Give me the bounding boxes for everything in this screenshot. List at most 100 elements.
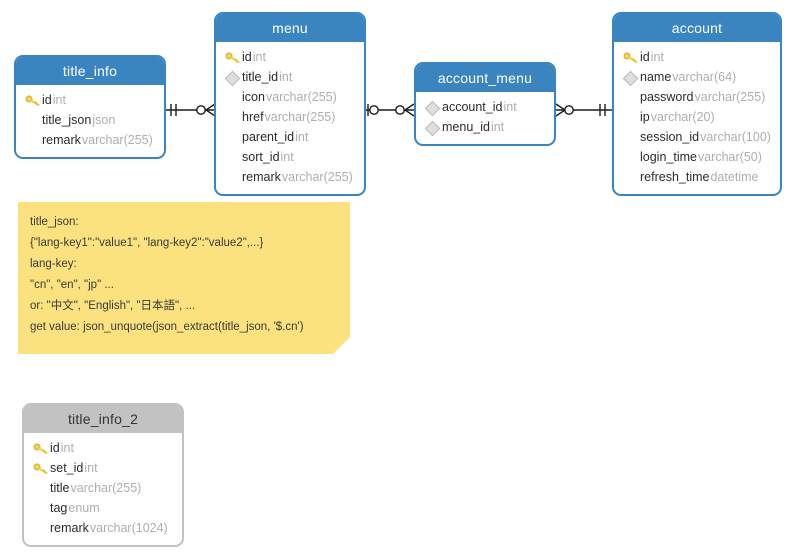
field-name: parent_id	[242, 130, 295, 144]
field-marker-none	[224, 168, 242, 186]
field-name: session_id	[640, 130, 700, 144]
annotation-note-title_json[interactable]: title_json: {"lang-key1":"value1", "lang…	[18, 202, 350, 354]
field-type: enum	[68, 501, 100, 515]
field-name: remark	[50, 521, 89, 535]
field-name: set_id	[50, 461, 84, 475]
field-type: int	[279, 70, 293, 84]
note-line: or: "中文", "English", "日本語", ...	[30, 300, 196, 312]
field-type: int	[503, 100, 517, 114]
field-type: varchar(1024)	[89, 521, 168, 535]
field-marker-none	[622, 168, 640, 186]
note-fold-corner	[333, 337, 350, 354]
field-type: int	[84, 461, 98, 475]
field-type: int	[650, 50, 664, 64]
key-icon	[32, 439, 50, 457]
field-type: datetime	[710, 170, 759, 184]
diamond-icon	[622, 68, 640, 87]
note-line: {"lang-key1":"value1", "lang-key2":"valu…	[30, 237, 264, 249]
relationship-menu-account_menu[interactable]	[366, 100, 415, 120]
field-name: tag	[50, 501, 68, 515]
field-type: json	[92, 113, 116, 127]
field-type: int	[490, 120, 505, 134]
entity-title-title_info_2: title_info_2	[24, 405, 182, 433]
field-name: id	[242, 50, 252, 64]
entity-title-menu: menu	[216, 14, 364, 42]
relationship-title_info-menu[interactable]	[165, 100, 216, 120]
key-icon	[622, 48, 640, 66]
field-type: varchar(20)	[650, 110, 715, 124]
field-name: password	[640, 90, 694, 104]
field-name: href	[242, 110, 264, 124]
field-type: int	[280, 150, 294, 164]
field-marker-none	[224, 148, 242, 166]
field-marker-none	[622, 108, 640, 126]
field-marker-none	[24, 131, 42, 149]
field-name: title_id	[242, 70, 279, 84]
field-type: varchar(255)	[70, 481, 142, 495]
field-name: remark	[42, 133, 81, 147]
entity-title-account_menu: account_menu	[416, 64, 554, 92]
field-name: account_id	[442, 100, 503, 114]
field-name: title_json	[42, 113, 92, 127]
field-marker-none	[32, 519, 50, 537]
field-type: varchar(255)	[81, 133, 153, 147]
field-name: name	[640, 70, 672, 84]
field-name: menu_id	[442, 120, 490, 134]
field-marker-none	[32, 499, 50, 517]
diamond-icon	[224, 68, 242, 87]
field-type: varchar(255)	[281, 170, 353, 184]
key-icon	[224, 48, 242, 66]
field-name: login_time	[640, 150, 697, 164]
note-line: title_json:	[30, 216, 79, 228]
field-type: int	[295, 130, 309, 144]
diamond-icon	[424, 118, 442, 137]
field-marker-none	[224, 88, 242, 106]
field-type: varchar(255)	[265, 90, 337, 104]
field-type: int	[60, 441, 74, 455]
field-marker-none	[32, 479, 50, 497]
field-type: varchar(64)	[672, 70, 737, 84]
field-name: id	[50, 441, 60, 455]
relationship-account_menu-account[interactable]	[555, 100, 612, 120]
field-marker-none	[622, 148, 640, 166]
field-type: varchar(255)	[694, 90, 766, 104]
field-name: icon	[242, 90, 265, 104]
field-marker-none	[622, 128, 640, 146]
field-name: id	[640, 50, 650, 64]
field-name: id	[42, 93, 52, 107]
field-type: int	[252, 50, 266, 64]
field-marker-none	[224, 128, 242, 146]
